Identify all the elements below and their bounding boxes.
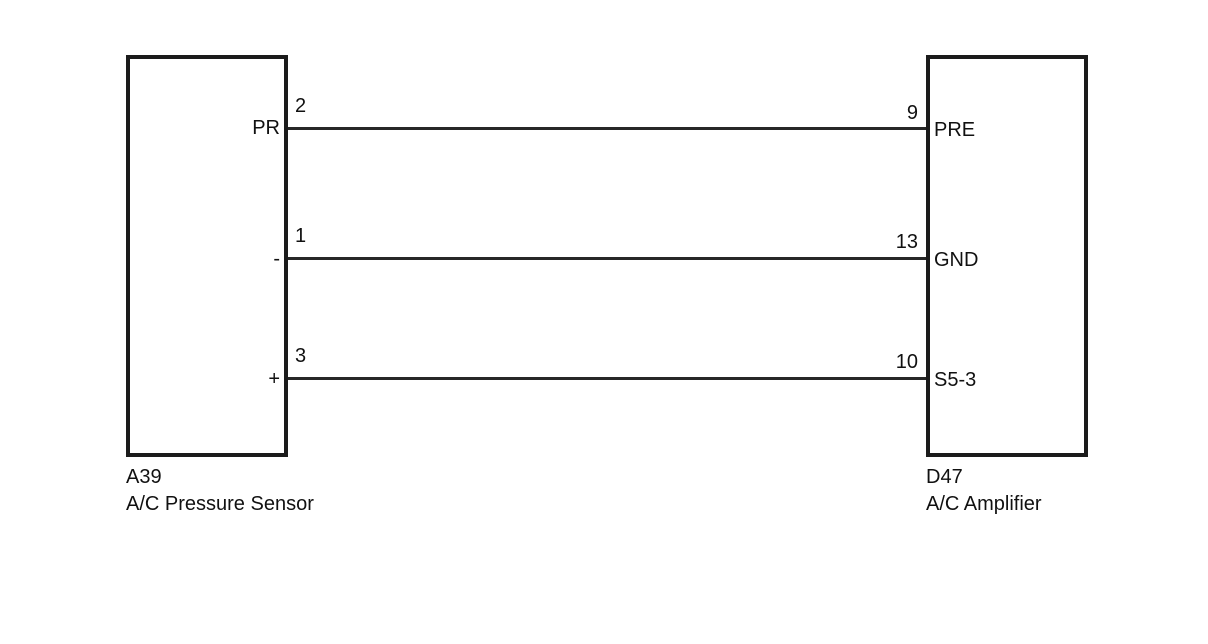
caption-d47: D47 A/C Amplifier xyxy=(926,464,1042,518)
connector-code-a39: A39 xyxy=(126,466,162,488)
pin-number-d47-9: 9 xyxy=(906,102,918,124)
wire-pr-to-pre xyxy=(288,127,926,130)
connector-box-d47 xyxy=(926,55,1088,457)
pin-terminal-pr: PR xyxy=(252,117,280,139)
pin-terminal-pre: PRE xyxy=(934,119,976,141)
connector-box-a39 xyxy=(126,55,288,457)
connector-name-a39: A/C Pressure Sensor xyxy=(126,493,314,515)
pin-terminal-gnd: GND xyxy=(934,249,979,271)
pin-number-a39-1: 1 xyxy=(295,225,307,247)
pin-number-a39-2: 2 xyxy=(295,95,307,117)
pin-terminal-plus: + xyxy=(268,368,280,390)
pin-terminal-minus: - xyxy=(273,248,280,270)
pin-number-d47-10: 10 xyxy=(895,351,918,373)
caption-a39: A39 A/C Pressure Sensor xyxy=(126,464,314,518)
wire-plus-to-s5-3 xyxy=(288,377,926,380)
connector-name-d47: A/C Amplifier xyxy=(926,493,1042,515)
wire-minus-to-gnd xyxy=(288,257,926,260)
pin-number-a39-3: 3 xyxy=(295,345,307,367)
pin-number-d47-13: 13 xyxy=(895,231,918,253)
connector-code-d47: D47 xyxy=(926,466,963,488)
pin-terminal-s5-3: S5-3 xyxy=(934,369,977,391)
